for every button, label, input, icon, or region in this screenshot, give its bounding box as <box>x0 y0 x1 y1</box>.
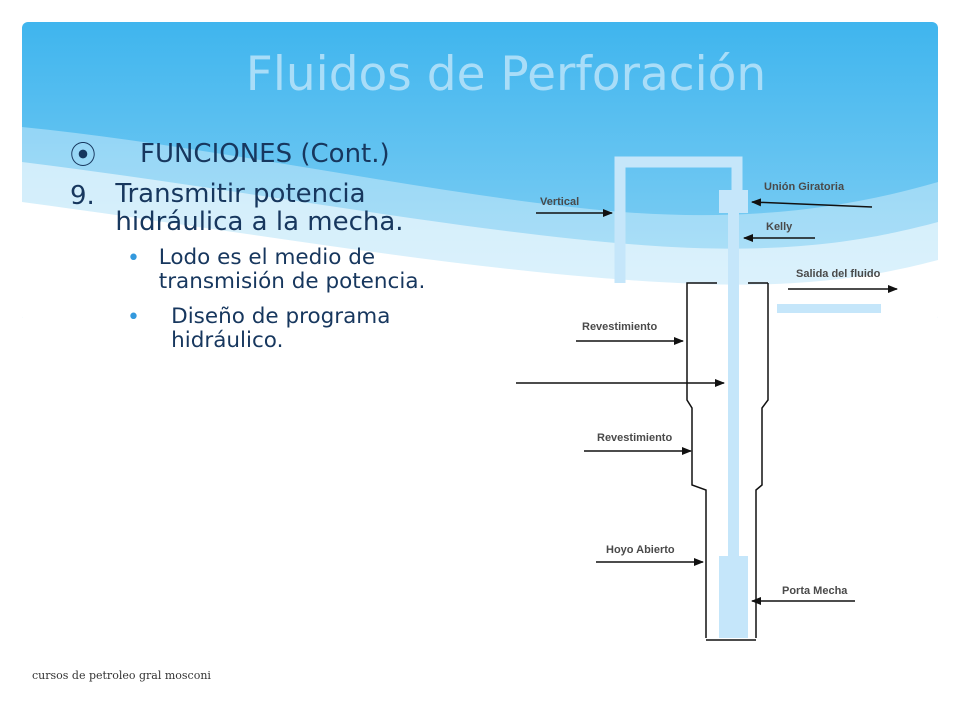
sub-bullet-icon: • <box>127 246 140 271</box>
casing-left-wall <box>686 282 717 638</box>
label-salida: Salida del fluido <box>796 268 881 280</box>
label-porta: Porta Mecha <box>782 585 848 597</box>
item-number: 9. <box>70 181 95 211</box>
slide-content: ⦿ FUNCIONES (Cont.) 9. Transmitir potenc… <box>70 140 470 353</box>
standpipe <box>614 156 743 283</box>
heading-row: ⦿ FUNCIONES (Cont.) <box>70 140 470 172</box>
sub-item: • Diseño de programa hidráulico. <box>127 305 470 353</box>
arrow-union <box>751 198 873 208</box>
drill-pipe <box>728 213 739 558</box>
label-union: Unión Giratoria <box>764 181 845 193</box>
item-text: Transmitir potencia hidráulica a la mech… <box>115 179 404 237</box>
label-revestimiento-1: Revestimiento <box>582 321 657 333</box>
footer-text: cursos de petroleo gral mosconi <box>32 669 211 682</box>
header-banner <box>22 22 938 322</box>
sub-bullet-icon: • <box>127 305 140 330</box>
banner-fade <box>22 318 938 338</box>
sub-item-text: Diseño de programa hidráulico. <box>171 304 391 353</box>
fluid-outlet <box>777 304 881 313</box>
banner-graphic <box>22 22 938 322</box>
label-revestimiento-2: Revestimiento <box>597 432 672 444</box>
casing-right-wall <box>755 283 769 638</box>
swivel <box>719 190 748 213</box>
slide-title: Fluidos de Perforación <box>245 47 767 102</box>
label-vertical: Vertical <box>540 196 579 208</box>
label-hoyo: Hoyo Abierto <box>606 544 675 556</box>
item-row: 9. Transmitir potencia hidráulica a la m… <box>70 180 470 236</box>
sub-item-text: Lodo es el medio de transmisión de poten… <box>158 245 426 294</box>
target-bullet-icon: ⦿ <box>70 141 97 171</box>
heading-text: FUNCIONES (Cont.) <box>140 139 390 169</box>
sub-item: • Lodo es el medio de transmisión de pot… <box>127 246 470 294</box>
drill-collar <box>719 556 748 638</box>
label-kelly: Kelly <box>766 221 793 233</box>
